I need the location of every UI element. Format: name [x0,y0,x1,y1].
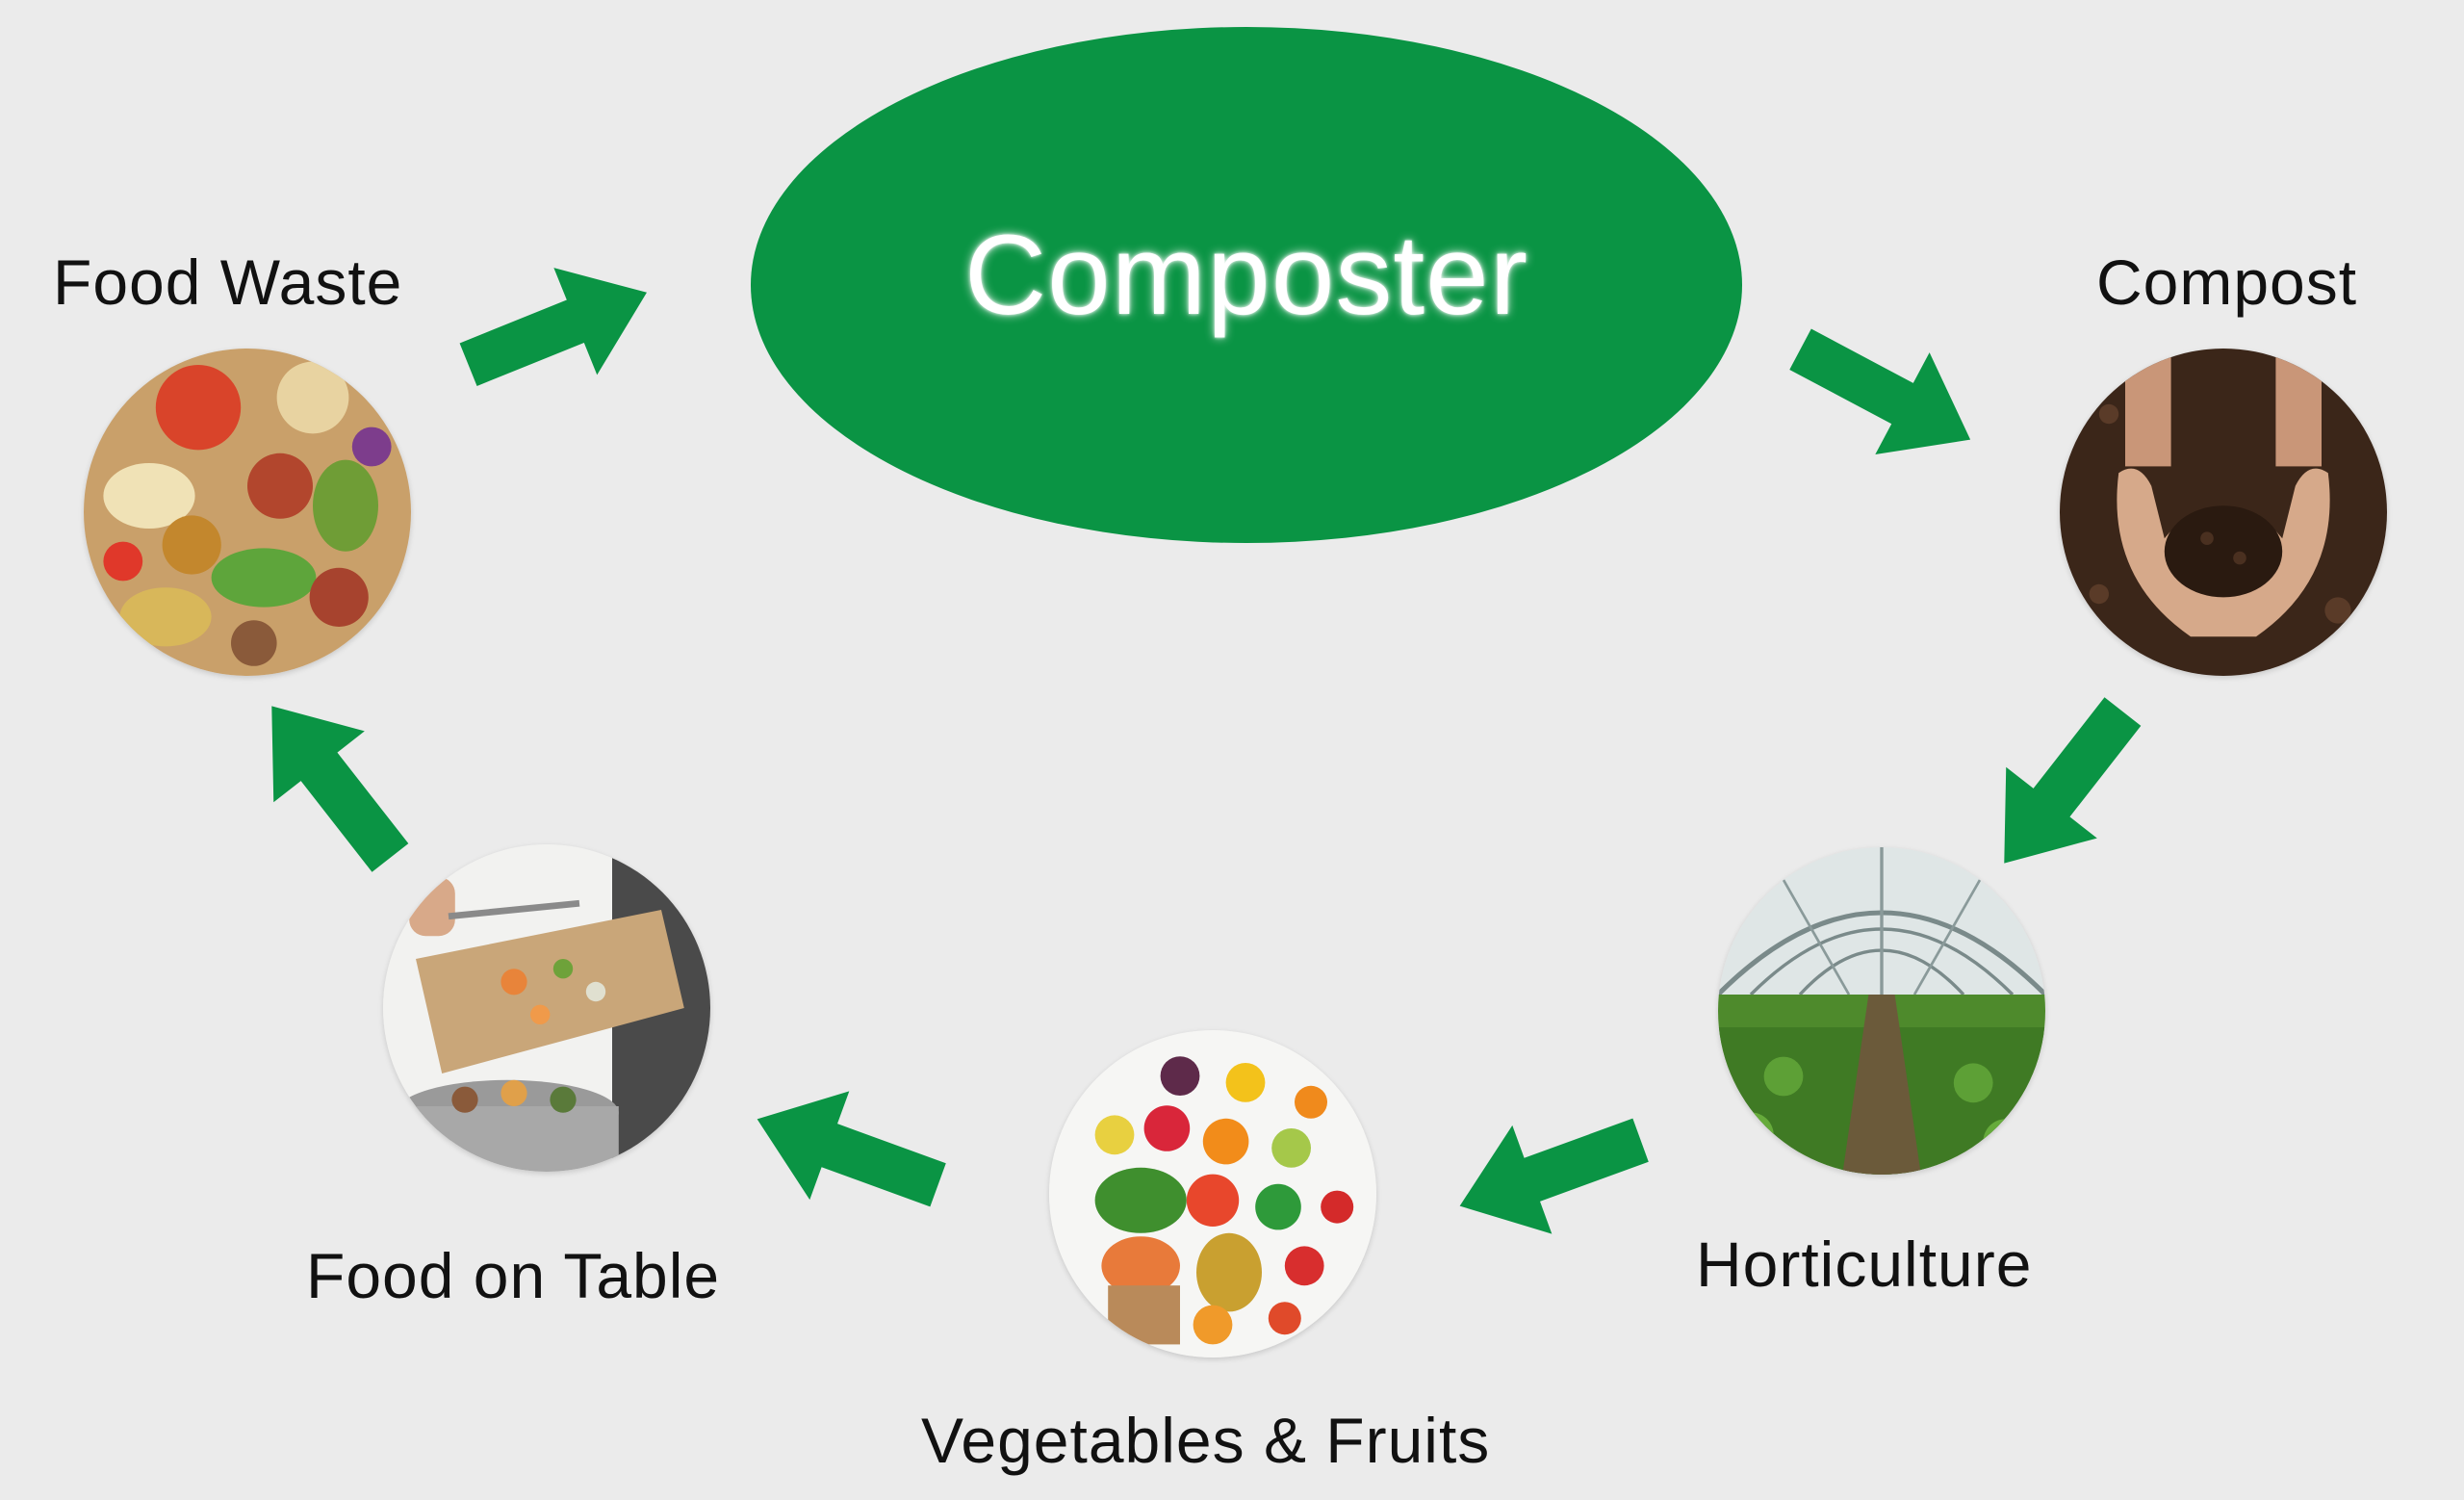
horticulture-label: Horticulture [1696,1228,2033,1300]
vegetables-fruits-photo-icon [1049,1030,1376,1358]
food-on-table-label: Food on Table [306,1240,721,1311]
compost-label: Compost [2096,246,2358,318]
food-scraps-board-photo-icon [383,844,710,1172]
composter-hub: Composter [751,27,1742,543]
compost-hands-photo-icon [2060,349,2387,676]
arrow-food-waste-to-composter-icon [447,239,669,419]
food-waste-photo-icon [84,349,411,676]
arrow-compost-to-horticulture-icon [1958,676,2169,899]
composter-label: Composter [963,212,1529,339]
food-waste-label: Food Waste [53,246,403,318]
greenhouse-photo-icon [1718,847,2045,1175]
arrow-composter-to-compost-icon [1773,297,1998,491]
arrow-vegetables-to-food-on-table-icon [737,1064,959,1240]
arrow-horticulture-to-vegetables-icon [1440,1085,1661,1261]
arrow-food-on-table-to-food-waste-icon [225,670,436,893]
vegetables-fruits-label: Vegetables & Fruits [921,1405,1491,1476]
